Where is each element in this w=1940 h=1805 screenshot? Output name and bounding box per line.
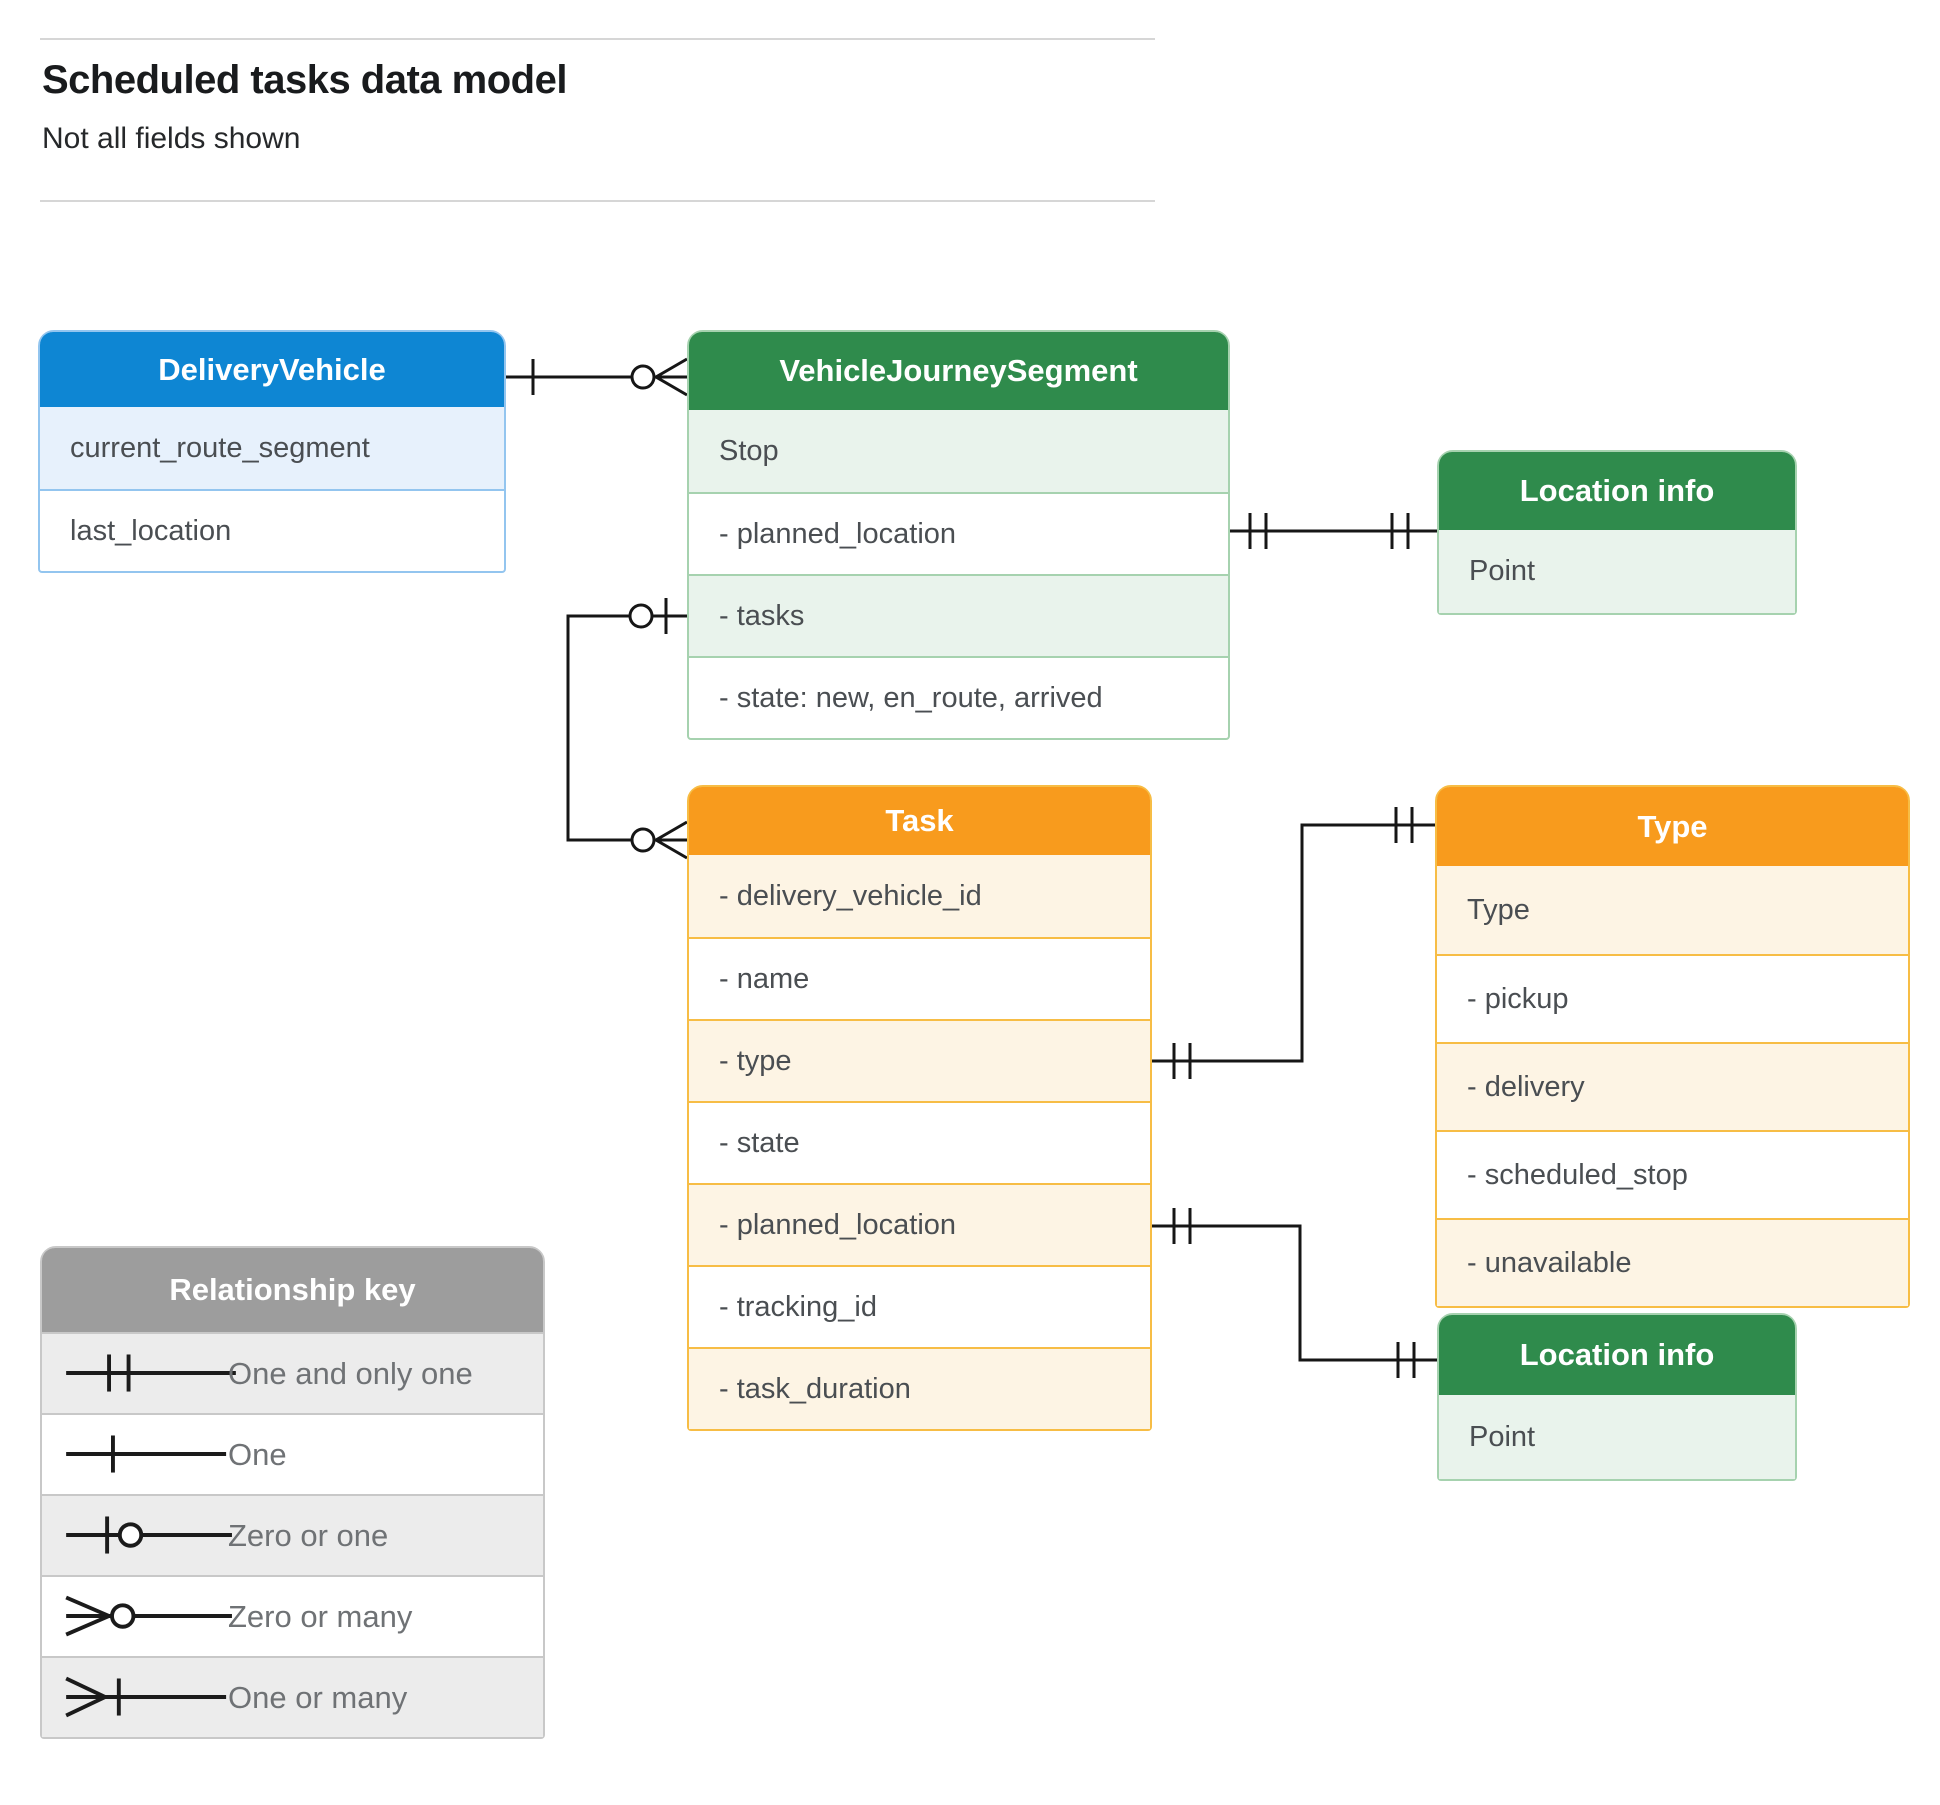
field-row: - delivery_vehicle_id [689,855,1150,937]
legend-row: One or many [42,1656,543,1737]
page-title: Scheduled tasks data model [42,58,567,102]
field-row: current_route_segment [40,407,504,489]
field-row: - state: new, en_route, arrived [689,656,1228,738]
field-label: - planned_location [719,517,957,550]
field-row: - scheduled_stop [1437,1130,1908,1218]
field-label: - planned_location [719,1208,957,1241]
field-row: last_location [40,489,504,571]
legend-row: One [42,1413,543,1494]
field-row: - delivery [1437,1042,1908,1130]
field-row: - planned_location [689,492,1228,574]
field-label: - tracking_id [719,1290,877,1323]
field-label: - name [719,962,810,995]
field-label: Point [1469,1420,1536,1453]
zero-or-many-icon [65,1595,232,1637]
title-divider [40,200,1155,202]
page-subtitle: Not all fields shown [42,122,301,155]
entity-task: Task - delivery_vehicle_id - name - type… [687,785,1152,1431]
entity-title: Location info [1519,473,1715,508]
entity-vehicle-journey-segment: VehicleJourneySegment Stop - planned_loc… [687,330,1230,740]
field-row: - task_duration [689,1347,1150,1429]
field-row: - pickup [1437,954,1908,1042]
connector-task-type [1152,807,1435,1079]
top-divider [40,38,1155,40]
field-label: - unavailable [1467,1246,1632,1279]
field-row: Type [1437,866,1908,954]
entity-location-info-top-header: Location info [1439,452,1795,530]
field-label: - task_duration [719,1372,911,1405]
field-label: Type [1467,893,1530,926]
entity-vehicle-journey-segment-header: VehicleJourneySegment [689,332,1228,410]
field-row: - state [689,1101,1150,1183]
entity-task-header: Task [689,787,1150,855]
entity-delivery-vehicle: DeliveryVehicle current_route_segment la… [38,330,506,573]
field-row: - name [689,937,1150,1019]
field-row: Stop [689,410,1228,492]
field-label: - pickup [1467,982,1569,1015]
one-or-many-icon [65,1676,227,1718]
entity-location-info-bottom-header: Location info [1439,1315,1795,1395]
field-label: Point [1469,555,1536,587]
field-label: - type [719,1044,792,1077]
field-row: - tracking_id [689,1265,1150,1347]
field-row: - tasks [689,574,1228,656]
connector-task-locationinfo-bottom [1152,1208,1437,1378]
one-and-only-one-icon [66,1354,236,1392]
relationship-key: Relationship key One and only one One Ze… [40,1246,545,1739]
field-label: - tasks [719,599,805,632]
connector-vjs-locationinfo-top [1230,513,1437,549]
field-row: Point [1439,1395,1795,1479]
field-row: - unavailable [1437,1218,1908,1306]
entity-type-header: Type [1437,787,1908,866]
entity-type: Type Type - pickup - delivery - schedule… [1435,785,1910,1308]
field-label: - delivery [1467,1070,1585,1103]
one-icon [66,1435,227,1473]
legend-row: One and only one [42,1332,543,1413]
entity-title: Type [1637,808,1708,844]
legend-row: Zero or one [42,1494,543,1575]
field-row: Point [1439,530,1795,613]
field-label: - scheduled_stop [1467,1158,1688,1191]
entity-title: Task [885,803,954,838]
legend-label: Zero or one [228,1517,389,1553]
relationship-key-title: Relationship key [169,1272,416,1307]
connector-deliveryvehicle-vehiclejourneysegment [506,357,688,397]
field-row: - planned_location [689,1183,1150,1265]
field-label: - state: new, en_route, arrived [719,681,1103,714]
field-label: Stop [719,434,779,467]
legend-row: Zero or many [42,1575,543,1656]
entity-title: Location info [1519,1337,1715,1372]
connector-vjs-tasks-task [566,598,688,860]
field-label: last_location [70,514,232,547]
field-label: - state [719,1126,800,1159]
entity-location-info-bottom: Location info Point [1437,1313,1797,1481]
legend-label: One and only one [228,1355,473,1391]
legend-label: One or many [228,1679,408,1715]
field-label: current_route_segment [70,431,370,464]
relationship-key-header: Relationship key [42,1248,543,1332]
field-row: - type [689,1019,1150,1101]
entity-title: VehicleJourneySegment [779,353,1138,388]
zero-or-one-icon [66,1516,232,1554]
entity-title: DeliveryVehicle [158,351,386,387]
entity-delivery-vehicle-header: DeliveryVehicle [40,332,504,407]
legend-label: One [228,1436,287,1472]
legend-label: Zero or many [228,1598,413,1634]
field-label: - delivery_vehicle_id [719,879,982,912]
entity-location-info-top: Location info Point [1437,450,1797,615]
